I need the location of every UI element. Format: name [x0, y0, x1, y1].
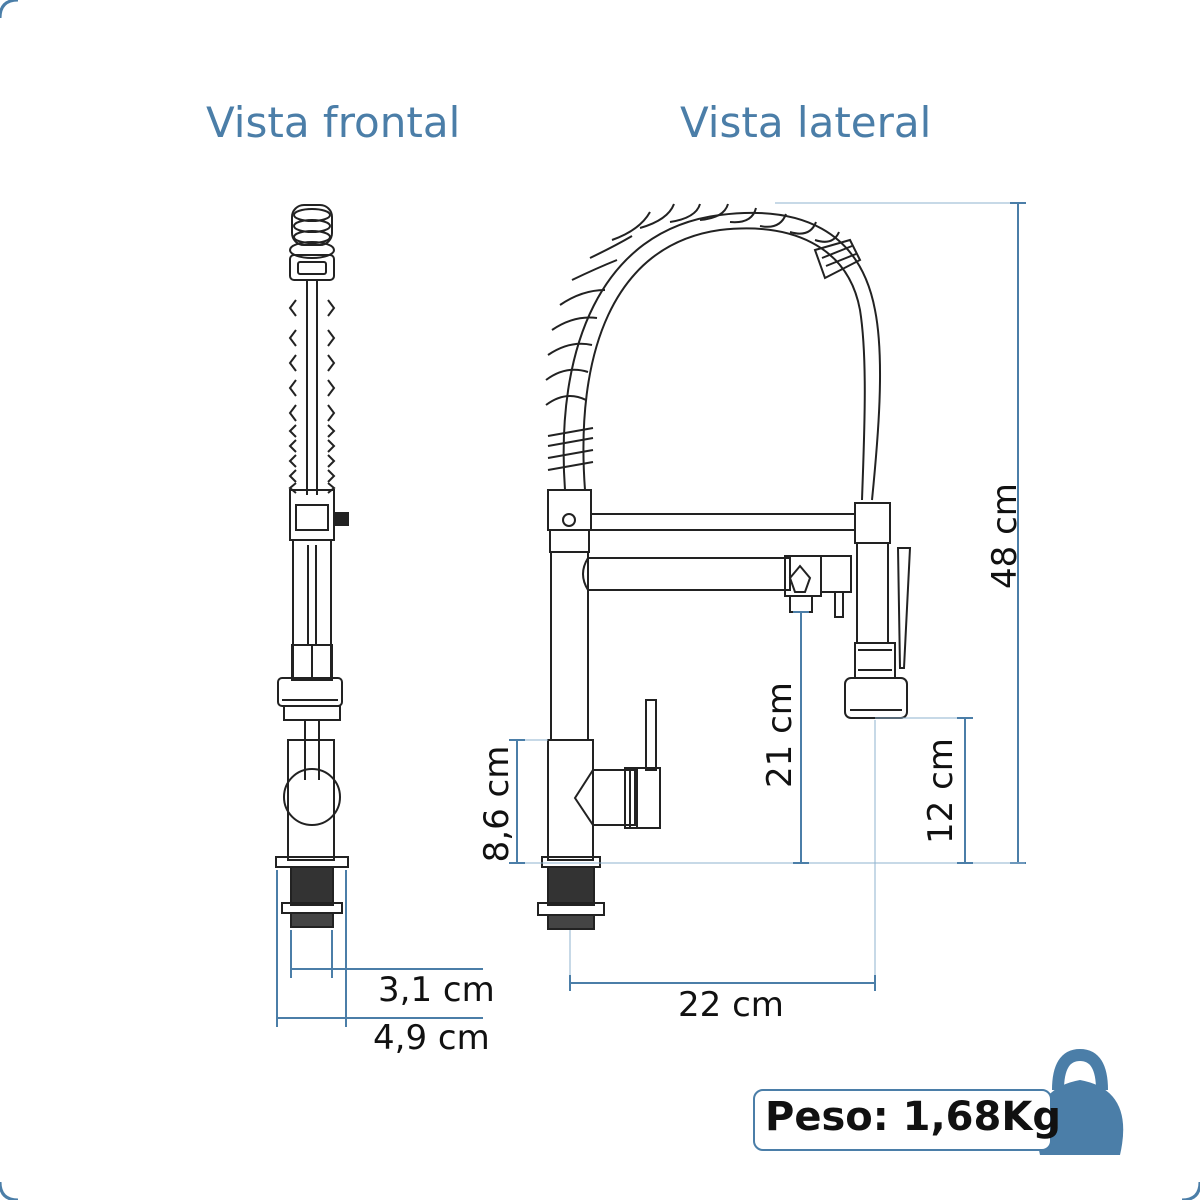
- weight-label: Peso: 1,68Kg: [765, 1094, 1061, 1140]
- lever-height-label: 8,6 cm: [477, 745, 517, 863]
- kettlebell-icon: [1036, 1048, 1124, 1155]
- weight-badge: Peso: 1,68Kg: [753, 1089, 1061, 1151]
- side-view-dimensions: [509, 202, 1026, 991]
- inner-width-label: 3,1 cm: [378, 970, 495, 1010]
- spout-height-label: 21 cm: [760, 682, 800, 788]
- side-view-faucet: [537, 203, 912, 930]
- front-view-faucet: [275, 204, 349, 928]
- height-total-label: 48 cm: [985, 483, 1025, 589]
- outer-width-label: 4,9 cm: [373, 1018, 490, 1058]
- corner-mark: [1181, 1181, 1200, 1200]
- sprayer-height-label: 12 cm: [921, 738, 961, 844]
- front-view-title: Vista frontal: [206, 98, 461, 147]
- corner-mark: [0, 1181, 19, 1200]
- front-view-dimensions: [276, 870, 483, 1027]
- side-view-title: Vista lateral: [680, 98, 932, 147]
- reach-label: 22 cm: [678, 985, 784, 1025]
- corner-mark: [0, 0, 19, 19]
